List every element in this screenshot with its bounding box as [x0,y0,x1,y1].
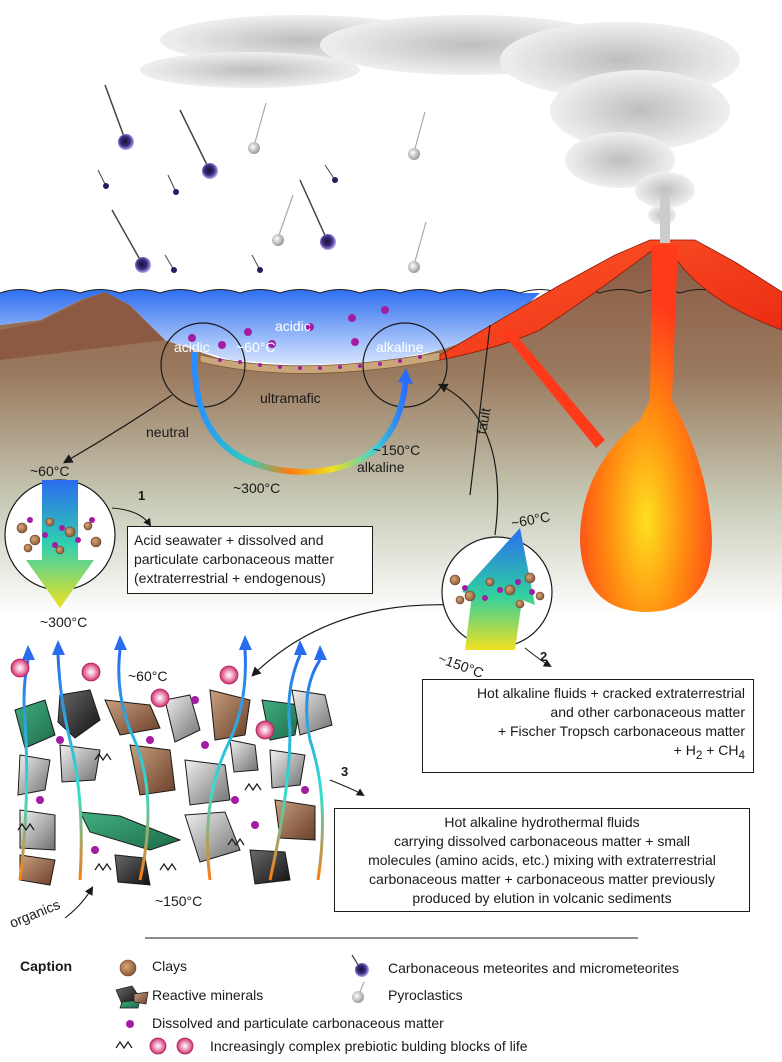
caption-clays: Clays [152,958,188,974]
label-fault: fault [473,407,493,436]
vent [660,195,670,243]
label-temp-150-bottom: ~150°C [155,893,202,909]
box2-line-3: + Fischer Tropsch carbonaceous matter [497,723,745,739]
label-acidic-left: acidic [174,339,210,355]
fault-line [469,324,491,496]
label-organics: organics [7,896,62,931]
alkaline-zone-circle [362,322,448,408]
box1-line-3: (extraterrestrial + endogenous) [134,570,326,586]
box3-line-1: Hot alkaline hydrothermal fluids [444,814,640,830]
label-temp-60-left: ~60°C [30,463,69,479]
meteorites [97,84,338,273]
box3-line-4: carbonaceous matter + carbonaceous matte… [369,871,715,887]
sediment-dots [218,355,422,370]
label-temp-60-bottom: ~60°C [128,668,167,684]
label-acidic-top: acidic [275,318,311,334]
box2-line-2: and other carbonaceous matter [550,704,745,720]
circulation-arc [191,351,409,476]
caption-icons [115,954,369,1055]
caption-pyroclastics: Pyroclastics [388,987,463,1003]
label-temp-150-right: ~150°C [436,650,486,681]
circulation-arrowhead [398,368,413,384]
label-ultramafic: ultramafic [260,390,321,406]
arrow-from-detail-2 [437,383,499,536]
number-3: 3 [341,764,348,779]
smoke-cloud [140,15,740,225]
box3-line-2: carrying dissolved carbonaceous matter +… [393,833,691,849]
label-alkaline-mid: alkaline [357,459,405,475]
arrow-to-detail-3 [251,604,456,677]
leader-3 [329,779,365,797]
caption-prebiotic: Increasingly complex prebiotic bulding b… [210,1038,528,1054]
label-temp-300-mid: ~300°C [233,480,280,496]
organics-arrow [64,886,94,919]
description-box-3: Hot alkaline hydrothermal fluids carryin… [334,808,750,912]
dike [500,330,605,448]
label-temp-300-left: ~300°C [40,614,87,630]
leader-1 [111,507,152,527]
label-temp-150-mid: ~150°C [373,442,420,458]
detail-cluster-3 [10,635,333,886]
caption-meteorites: Carbonaceous meteorites and micrometeori… [388,960,680,976]
arrow-to-detail-1 [62,394,173,464]
box1-line-1: Acid seawater + dissolved and [134,532,324,548]
pyroclastics [248,102,427,273]
box1-line-2: particulate carbonaceous matter [134,551,334,567]
number-1: 1 [138,488,145,503]
box3-line-5: produced by elution in volcanic sediment… [412,890,672,906]
caption-dissolved: Dissolved and particulate carbonaceous m… [152,1015,444,1031]
label-temp-60-right: ~60°C [510,508,552,531]
label-neutral: neutral [146,424,189,440]
sea [0,289,540,365]
magma-conduit [580,245,712,612]
number-2: 2 [540,649,547,664]
detail-circle-1 [4,479,116,608]
caption-reactive-minerals: Reactive minerals [152,987,264,1003]
water-particles [188,306,389,349]
detail-circle-2 [441,528,553,650]
leader-2 [524,647,552,668]
caption-title: Caption [20,958,73,974]
box3-line-3: molecules (amino acids, etc.) mixing wit… [368,852,716,868]
box2-line-4: + H2 + CH4 [673,742,745,762]
label-temp-60-center: ~60°C [236,339,275,355]
left-mountain [0,292,165,360]
description-box-2: Hot alkaline fluids + cracked extraterre… [422,679,754,773]
box2-line-1: Hot alkaline fluids + cracked extraterre… [476,685,745,701]
label-alkaline-right: alkaline [376,339,424,355]
description-box-1: Acid seawater + dissolved and particulat… [127,526,373,594]
